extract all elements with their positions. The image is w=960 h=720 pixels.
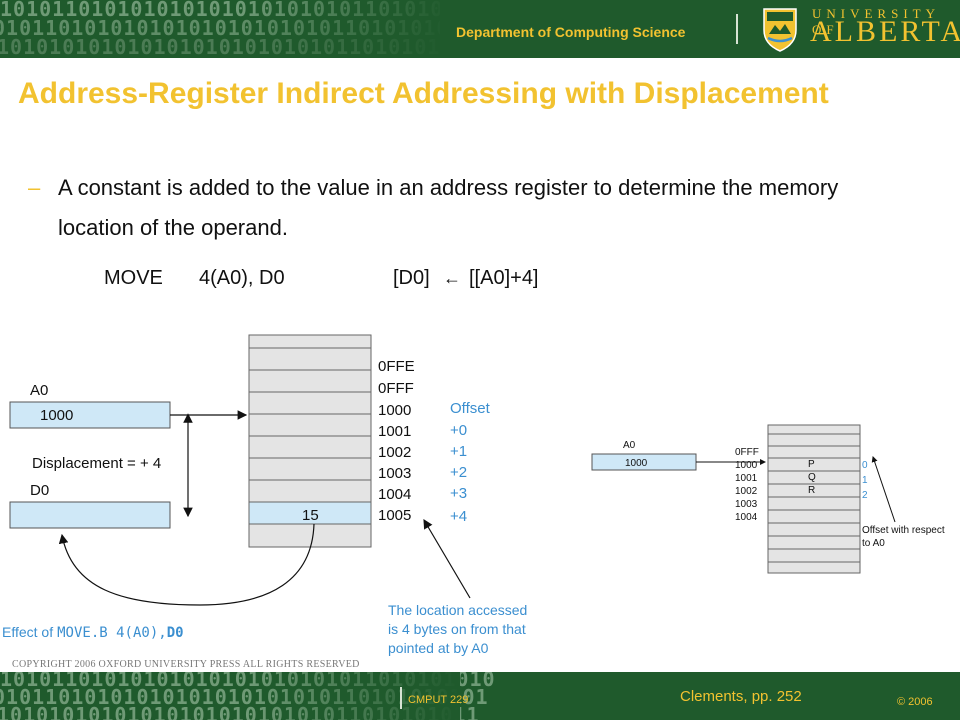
university-label-large: ALBERTA xyxy=(810,15,960,48)
memory-cell-r: R xyxy=(808,485,815,496)
memory-diagram-small: A0 1000 P Q R 0FFF 1000 1001 1002 1003 1… xyxy=(591,424,947,574)
citation: Clements, pp. 252 xyxy=(680,688,802,705)
a0-register-label-small: A0 xyxy=(623,440,636,451)
department-name: Department of Computing Science xyxy=(456,24,686,40)
rtl-destination: [D0] xyxy=(393,267,430,289)
address-0FFE: 0FFE xyxy=(378,358,415,375)
d0-register-label: D0 xyxy=(30,482,49,499)
d0-register xyxy=(9,501,171,529)
displacement-label: Displacement = + 4 xyxy=(32,455,161,472)
offset-small-1: 1 xyxy=(862,475,868,486)
offset-1: +1 xyxy=(450,443,467,460)
course-code: CMPUT 229 xyxy=(408,694,469,706)
memory-block-small xyxy=(767,424,861,574)
address-0FFF: 0FFF xyxy=(378,380,414,397)
instruction-operands: 4(A0), D0 xyxy=(199,267,285,289)
address-1004: 1004 xyxy=(378,486,411,503)
address-1001: 1001 xyxy=(378,423,411,440)
offset-title: Offset xyxy=(450,400,491,417)
university-crest-icon xyxy=(763,8,797,52)
offset-2: +2 xyxy=(450,464,467,481)
footer-bar: 10101101010101010101010101011010101010 0… xyxy=(0,672,960,720)
memory-diagram-large: A0 1000 Displacement = + 4 D0 15 0FFE 0F… xyxy=(2,334,531,656)
address-1000-small: 1000 xyxy=(735,460,758,471)
address-1005: 1005 xyxy=(378,507,411,524)
copyright-notice: COPYRIGHT 2006 OXFORD UNIVERSITY PRESS A… xyxy=(12,659,360,670)
location-note: The location accessed is 4 bytes on from… xyxy=(388,602,531,656)
footer-divider xyxy=(400,687,402,709)
address-1003-small: 1003 xyxy=(735,499,758,510)
address-1003: 1003 xyxy=(378,465,411,482)
location-note-arrow xyxy=(423,518,471,599)
header-divider xyxy=(736,14,738,44)
memory-cell-value: 15 xyxy=(302,507,319,524)
offset-small-2: 2 xyxy=(862,490,868,501)
offset-0: +0 xyxy=(450,422,467,439)
bullet-dash: – xyxy=(28,175,41,200)
memory-cell-q: Q xyxy=(808,472,816,483)
university-label-small: UNIVERSITY OF xyxy=(812,6,940,37)
address-1002: 1002 xyxy=(378,444,411,461)
bullet-text: A constant is added to the value in an a… xyxy=(58,175,839,240)
address-1002-small: 1002 xyxy=(735,486,758,497)
a0-register xyxy=(9,401,171,429)
instruction-opcode: MOVE xyxy=(104,267,163,289)
memory-cell-p: P xyxy=(808,459,815,470)
slide-title: Address-Register Indirect Addressing wit… xyxy=(18,77,829,110)
address-1000: 1000 xyxy=(378,402,411,419)
header-bar: 10101101010101010101010101011010101010 0… xyxy=(0,0,960,58)
address-1004-small: 1004 xyxy=(735,512,758,523)
a0-register-label: A0 xyxy=(30,382,48,399)
address-0FFF-small: 0FFF xyxy=(735,447,759,458)
offset-3: +3 xyxy=(450,485,467,502)
a0-register-value: 1000 xyxy=(40,407,73,424)
rtl-source: [[A0]+4] xyxy=(469,267,539,289)
address-1001-small: 1001 xyxy=(735,473,758,484)
a0-register-value-small: 1000 xyxy=(625,458,648,469)
offset-4: +4 xyxy=(450,508,467,525)
memory-block xyxy=(248,334,372,548)
footer-copyright: © 2006 xyxy=(897,696,933,708)
rtl-arrow-icon: ← xyxy=(443,268,461,288)
offset-note: Offset with respect to A0 xyxy=(862,525,947,549)
offset-note-arrow xyxy=(871,456,896,523)
bullet-point: – A constant is added to the value in an… xyxy=(28,168,888,248)
offset-small-0: 0 xyxy=(862,460,868,471)
transfer-curve-arrow xyxy=(58,523,315,606)
